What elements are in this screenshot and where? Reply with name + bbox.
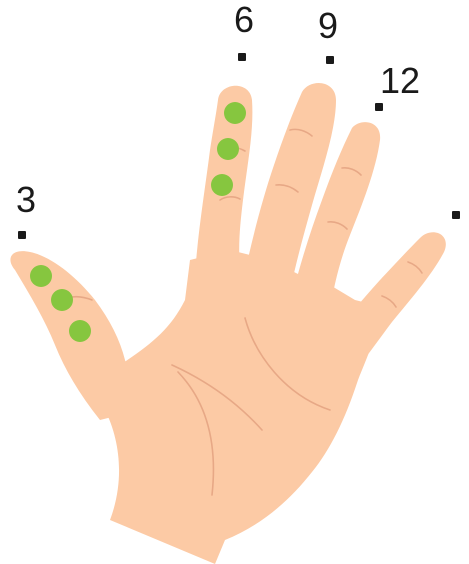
index-dot-2 [217,138,239,160]
label-middle: 9 [318,5,338,46]
thumb-dot-3 [69,320,91,342]
palm [105,250,376,564]
pinky-marker [452,211,460,219]
thumb-dot-1 [30,265,52,287]
index-marker [238,53,246,61]
label-ring: 12 [380,60,420,101]
label-thumb: 3 [16,179,36,220]
index-dot-3 [211,174,233,196]
label-index: 6 [234,0,254,40]
index-dot-1 [224,102,246,124]
ring-marker [375,103,383,111]
thumb-marker [18,231,26,239]
middle-marker [326,56,334,64]
thumb-dot-2 [51,289,73,311]
